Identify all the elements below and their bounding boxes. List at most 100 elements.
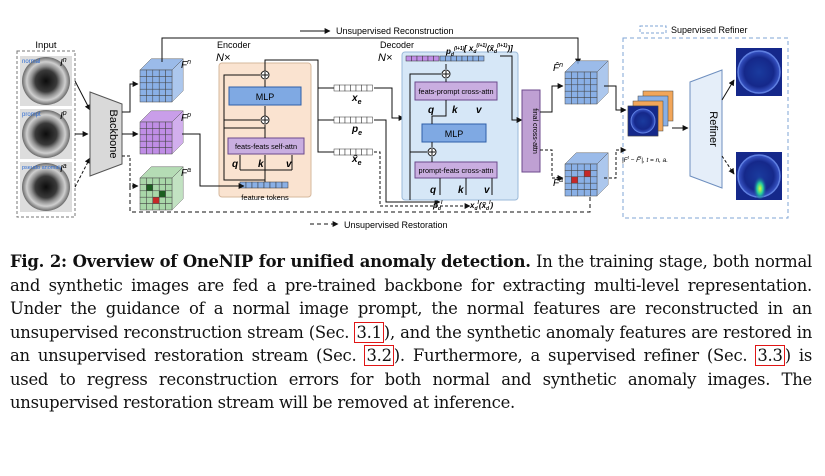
arrow-fhat-n-error <box>604 85 627 113</box>
decoder-v-2: v <box>484 185 491 196</box>
backbone-label: Backbone <box>107 110 119 159</box>
final-cross-attn-label: final cross-attn <box>531 108 538 154</box>
supervised-refiner-panel <box>622 37 789 219</box>
decoder-repeat: N× <box>378 52 392 64</box>
decoder-top-tokens <box>405 55 485 62</box>
encoder-flow <box>239 66 293 185</box>
recon-legend-label: Unsupervised Reconstruction <box>336 26 454 36</box>
input-tag-anomaly: pseudo anomaly <box>22 165 63 171</box>
feature-cube-prompt <box>139 110 184 155</box>
caption-text-2: ), and the synthetic anomaly features ar… <box>10 322 813 366</box>
output-heatmap-anomaly <box>736 152 782 200</box>
pd-bot-label: pdl <box>432 200 443 212</box>
fhat-n-label: F̂n <box>553 60 563 74</box>
decoder-prompt-feats-block <box>414 161 498 179</box>
decoder-v-1: v <box>476 105 483 116</box>
encoder-skip <box>223 74 265 181</box>
restore-legend-label: Unsupervised Restoration <box>344 220 448 230</box>
output-heatmap-normal <box>736 48 782 96</box>
encoder-output-pe <box>333 116 373 124</box>
recon-top-line <box>161 37 581 65</box>
input-tag-normal: normal <box>22 59 40 65</box>
pd-top-label: pd(l+1) <box>445 46 465 58</box>
feat-a-label: Fa <box>181 167 191 179</box>
encoder-add-mid-plus <box>262 117 268 123</box>
decoder-feats-prompt-label: feats-prompt cross-attn <box>418 87 493 96</box>
arrow-input-backbone-1 <box>74 80 91 111</box>
encoder-label: Encoder <box>217 40 251 50</box>
decoder-flow <box>409 64 493 200</box>
feature-tokens-label: feature tokens <box>241 193 289 202</box>
feature-cube-anomaly <box>139 166 184 211</box>
section-ref-3-3[interactable]: 3.3 <box>755 345 785 366</box>
pe-label: pe <box>351 124 362 137</box>
overview-figure: Input normal In prompt Ip pseudo anomaly… <box>16 25 789 230</box>
xd-top-label: [ xd(l+1)(x̃d(l+1))] <box>463 43 513 55</box>
arrow-pe-decoder <box>374 119 441 205</box>
img-p-label: Ip <box>60 110 67 122</box>
refiner-block <box>689 69 723 189</box>
error-formula: |Ft − F̂t|, t = n, a. <box>622 155 668 164</box>
sup-legend-swatch <box>639 25 667 34</box>
decoder-q-1: q <box>428 105 434 116</box>
decoder-add-2-plus <box>429 149 435 155</box>
encoder-q: q <box>232 159 238 170</box>
caption-title: Fig. 2: Overview of OneNIP for unified a… <box>10 252 531 271</box>
caption-text-3: ). Furthermore, a supervised refiner (Se… <box>393 346 756 365</box>
section-ref-3-2[interactable]: 3.2 <box>364 345 394 366</box>
arrow-fp-encoder <box>182 133 245 189</box>
arrow-refiner-normal <box>721 79 735 101</box>
decoder-prompt-feats-label: prompt-feats cross-attn <box>418 166 493 175</box>
feature-cube-normal <box>139 58 184 103</box>
encoder-repeat: N× <box>216 52 230 64</box>
encoder-self-attn-label: feats-feats self-attn <box>235 142 297 151</box>
feat-n-label: Fn <box>181 59 191 71</box>
xe-tilde-label: x̃e <box>351 154 362 167</box>
input-label: Input <box>35 40 56 51</box>
decoder-mlp-label: MLP <box>445 129 464 139</box>
arrow-input-backbone-3 <box>74 157 91 188</box>
decoder-q-2: q <box>430 185 436 196</box>
caption-text-1: In the training stage, both normal and s… <box>10 252 812 342</box>
sup-legend-label: Supervised Refiner <box>671 25 748 35</box>
encoder-to-outputs <box>264 59 334 153</box>
arrow-refiner-anomaly <box>721 155 735 175</box>
img-n-label: In <box>60 57 67 69</box>
final-cross-attn-block <box>521 89 541 173</box>
encoder-v: v <box>286 159 293 170</box>
figure-caption: Fig. 2: Overview of OneNIP for unified a… <box>10 250 812 415</box>
xd-bot-label: xdl(x̃dl) <box>469 200 493 212</box>
encoder-k: k <box>258 159 264 170</box>
arrow-decoder-final <box>500 55 523 123</box>
caption-text-4: ) is used to regress reconstruction erro… <box>10 346 813 412</box>
backbone-block <box>89 91 123 177</box>
encoder-output-xe <box>333 84 373 92</box>
decoder-mlp-block <box>421 123 487 143</box>
arrow-backbone-fa <box>122 155 139 189</box>
decoder-add-1-plus <box>443 71 449 77</box>
encoder-input-tokens <box>239 181 289 189</box>
encoder-output-xe-tilde <box>333 148 373 156</box>
decoder-feats-prompt-block <box>414 81 498 101</box>
decoder-k-1: k <box>452 105 458 116</box>
decoder-k-2: k <box>458 185 464 196</box>
arrow-final-fhat-n <box>540 83 564 113</box>
encoder-mlp-label: MLP <box>256 92 275 102</box>
restore-bottom-line <box>129 186 593 213</box>
feat-p-label: Fp <box>181 112 191 124</box>
arrow-xe-decoder <box>374 87 405 121</box>
input-image-anomaly: pseudo anomaly <box>20 162 72 212</box>
arrow-final-fhat-a <box>540 149 564 181</box>
input-image-prompt: prompt <box>20 109 72 159</box>
input-tag-prompt: prompt <box>22 112 41 118</box>
restored-cube-anomaly <box>564 152 609 197</box>
refiner-label: Refiner <box>707 111 719 147</box>
reconstructed-cube-normal <box>564 60 609 105</box>
xe-label: xe <box>351 93 362 106</box>
arrow-xet-decoder <box>374 151 471 209</box>
error-map-stack <box>627 90 674 137</box>
img-a-label: Ia <box>60 163 67 175</box>
fhat-a-label: F̂a <box>553 175 563 189</box>
section-ref-3-1[interactable]: 3.1 <box>354 321 384 343</box>
encoder-self-attn-block <box>227 137 305 155</box>
